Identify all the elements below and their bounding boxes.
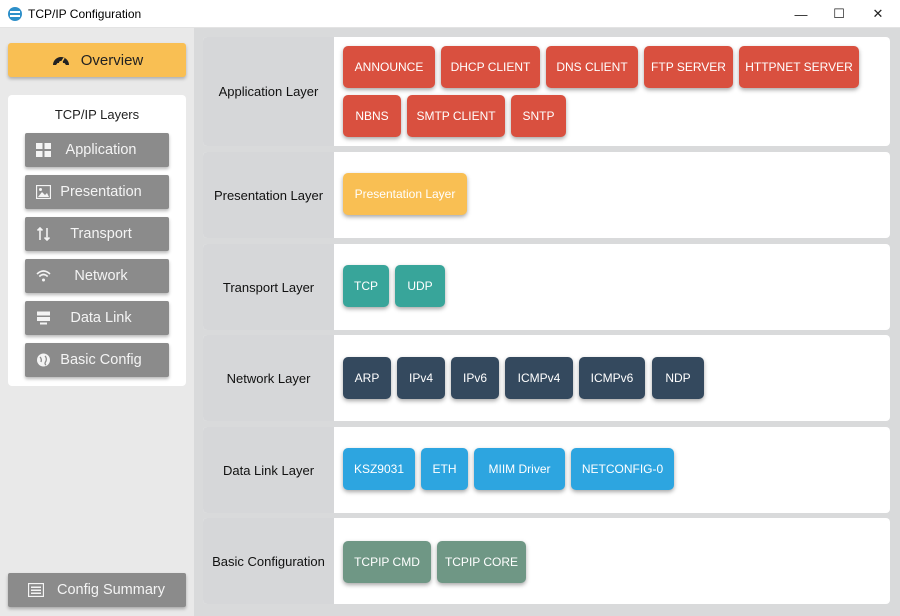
module-ipv6[interactable]: IPv6 — [451, 357, 499, 399]
layers-title: TCP/IP Layers — [54, 107, 140, 122]
module-dhcp-client[interactable]: DHCP CLIENT — [441, 46, 540, 88]
module-ftp-server[interactable]: FTP SERVER — [644, 46, 733, 88]
module-ndp[interactable]: NDP — [652, 357, 704, 399]
speedometer-icon — [53, 57, 69, 65]
module-httpnet-server[interactable]: HTTPNET SERVER — [739, 46, 859, 88]
overview-label: Overview — [80, 51, 144, 69]
sidebar-item-network[interactable]: Network — [25, 259, 169, 293]
close-button[interactable]: ✕ — [855, 0, 900, 28]
basic-configuration-modules: TCPIP CMD TCPIP CORE — [334, 518, 890, 604]
module-presentation-layer[interactable]: Presentation Layer — [343, 173, 467, 215]
sidebar-item-label: Application — [65, 142, 137, 158]
network-modules: ARP IPv4 IPv6 ICMPv4 ICMPv6 NDP — [334, 335, 890, 421]
data-link-layer-row: Data Link Layer KSZ9031 ETH MIIM Driver … — [203, 427, 890, 513]
swap-vertical-icon — [36, 227, 51, 241]
sidebar-item-application[interactable]: Application — [25, 133, 169, 167]
sidebar-item-data-link[interactable]: Data Link — [25, 301, 169, 335]
layer-label: Basic Configuration — [203, 518, 334, 604]
module-arp[interactable]: ARP — [343, 357, 391, 399]
sidebar-item-label: Transport — [70, 226, 132, 242]
sidebar-item-label: Presentation — [60, 184, 142, 200]
module-netconfig-0[interactable]: NETCONFIG-0 — [571, 448, 674, 490]
maximize-button[interactable]: ☐ — [816, 0, 862, 28]
maximize-icon: ☐ — [833, 6, 845, 21]
module-ksz9031[interactable]: KSZ9031 — [343, 448, 415, 490]
module-ipv4[interactable]: IPv4 — [397, 357, 445, 399]
presentation-modules: Presentation Layer — [334, 152, 890, 238]
presentation-layer-row: Presentation Layer Presentation Layer — [203, 152, 890, 238]
transport-modules: TCP UDP — [334, 244, 890, 330]
config-summary-button[interactable]: Config Summary — [8, 573, 186, 607]
layer-overview: Application Layer ANNOUNCE DHCP CLIENT D… — [194, 28, 900, 616]
layers-panel: TCP/IP Layers Application Presentation T… — [8, 95, 186, 386]
layer-label: Presentation Layer — [203, 152, 334, 238]
layer-label: Data Link Layer — [203, 427, 334, 513]
window-title: TCP/IP Configuration — [28, 7, 142, 21]
wifi-icon — [36, 270, 51, 282]
module-nbns[interactable]: NBNS — [343, 95, 401, 137]
layer-label: Transport Layer — [203, 244, 334, 330]
module-sntp[interactable]: SNTP — [511, 95, 566, 137]
module-tcp[interactable]: TCP — [343, 265, 389, 307]
basic-configuration-row: Basic Configuration TCPIP CMD TCPIP CORE — [203, 518, 890, 604]
sidebar-item-presentation[interactable]: Presentation — [25, 175, 169, 209]
data-link-modules: KSZ9031 ETH MIIM Driver NETCONFIG-0 — [334, 427, 890, 513]
sidebar-item-label: Data Link — [70, 310, 132, 326]
layer-label: Application Layer — [203, 37, 334, 146]
title-bar: TCP/IP Configuration — ☐ ✕ — [0, 0, 900, 28]
network-layer-row: Network Layer ARP IPv4 IPv6 ICMPv4 ICMPv… — [203, 335, 890, 421]
module-miim-driver[interactable]: MIIM Driver — [474, 448, 565, 490]
minimize-icon: — — [794, 6, 808, 22]
module-tcpip-core[interactable]: TCPIP CORE — [437, 541, 526, 583]
module-icmpv4[interactable]: ICMPv4 — [505, 357, 573, 399]
module-dns-client[interactable]: DNS CLIENT — [546, 46, 638, 88]
close-icon: ✕ — [872, 6, 884, 21]
transport-layer-row: Transport Layer TCP UDP — [203, 244, 890, 330]
overview-button[interactable]: Overview — [8, 43, 186, 77]
module-icmpv6[interactable]: ICMPv6 — [579, 357, 645, 399]
application-modules: ANNOUNCE DHCP CLIENT DNS CLIENT FTP SERV… — [334, 37, 890, 146]
list-icon — [28, 583, 44, 597]
sidebar-item-label: Network — [74, 268, 128, 284]
module-tcpip-cmd[interactable]: TCPIP CMD — [343, 541, 431, 583]
app-icon — [8, 7, 22, 21]
minimize-button[interactable]: — — [778, 0, 824, 28]
module-smtp-client[interactable]: SMTP CLIENT — [407, 95, 505, 137]
layer-label: Network Layer — [203, 335, 334, 421]
application-layer-row: Application Layer ANNOUNCE DHCP CLIENT D… — [203, 37, 890, 146]
server-icon — [37, 311, 50, 325]
module-udp[interactable]: UDP — [395, 265, 445, 307]
grid-icon — [36, 143, 51, 157]
module-eth[interactable]: ETH — [421, 448, 468, 490]
sidebar-item-basic-config[interactable]: Basic Config — [25, 343, 169, 377]
image-icon — [36, 185, 51, 199]
sidebar-item-transport[interactable]: Transport — [25, 217, 169, 251]
module-announce[interactable]: ANNOUNCE — [343, 46, 435, 88]
sidebar: Overview TCP/IP Layers Application Prese… — [0, 28, 194, 616]
globe-icon — [37, 353, 50, 367]
sidebar-item-label: Basic Config — [60, 352, 142, 368]
config-summary-label: Config Summary — [57, 582, 165, 598]
